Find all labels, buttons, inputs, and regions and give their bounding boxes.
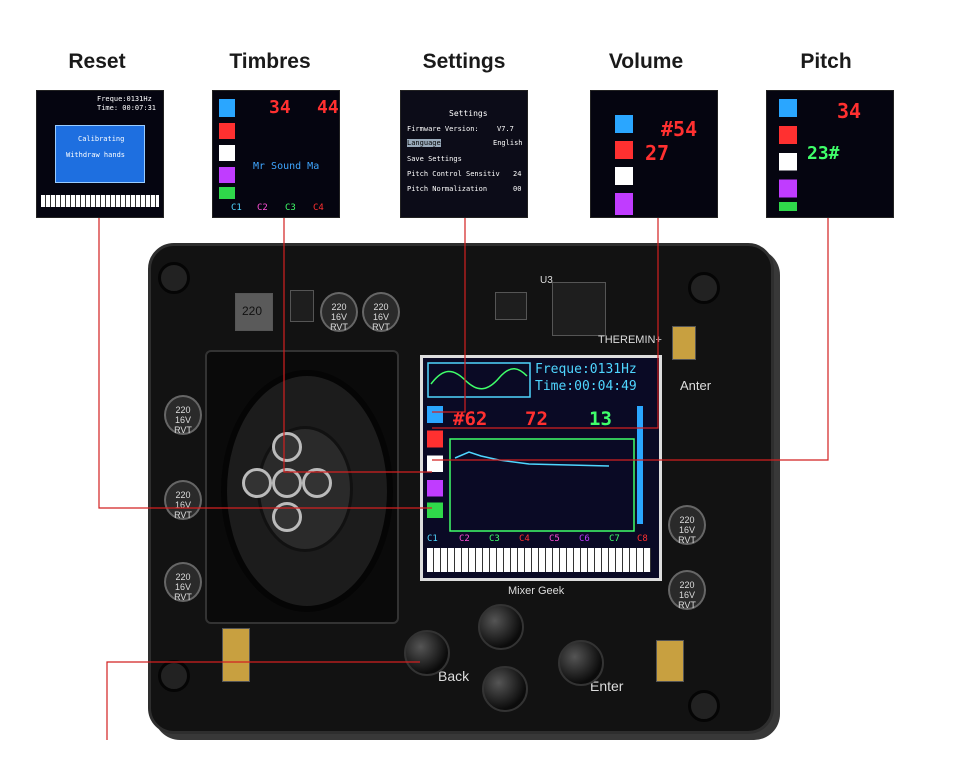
silk-enter: Enter: [590, 678, 624, 694]
thumb-pitch-screen: 34 23#: [766, 90, 894, 218]
speaker-cone: [221, 370, 393, 612]
timbres-num1: 34: [269, 97, 291, 118]
button-left[interactable]: [242, 468, 272, 498]
knob-mixer-bottom[interactable]: [482, 666, 528, 712]
settings-row1-value: V7.7: [497, 125, 514, 133]
thumb-volume-screen: #54 27: [590, 90, 718, 218]
screen-note-c5: C5: [549, 534, 560, 544]
callout-back-line: [106, 661, 420, 740]
chip-small-2: [290, 290, 314, 322]
main-lcd-screen: Freque:0131Hz Time:00:04:49 #62 72 13 C1…: [420, 355, 662, 581]
callout-pitch-line: [432, 218, 829, 461]
label-reset: Reset: [68, 50, 126, 73]
screen-freq-text: Freque:0131Hz: [535, 362, 637, 377]
knob-enter[interactable]: [558, 640, 604, 686]
settings-row5-label: Pitch Normalization: [407, 185, 488, 193]
silk-brand: THEREMIN+: [598, 334, 662, 346]
screen-level-bar: [637, 406, 643, 524]
settings-title: Settings: [449, 109, 488, 118]
silk-back: Back: [438, 668, 470, 684]
settings-row5-value: 00: [513, 185, 522, 193]
button-down[interactable]: [272, 502, 302, 532]
screen-icon-column: [427, 406, 443, 518]
audio-jack-right: [656, 640, 684, 682]
timbres-note-c1: C1: [231, 203, 242, 213]
timbres-num2: 44: [317, 97, 339, 118]
screw-bottom-right: [688, 690, 720, 722]
reset-withdraw-text: Withdraw hands: [66, 151, 126, 159]
pitch-num2: 23#: [807, 143, 840, 164]
chip-small-1: [495, 292, 527, 320]
screw-top-right: [688, 272, 720, 304]
pitch-num1: 34: [837, 99, 862, 123]
screen-value-2: 72: [525, 408, 548, 430]
button-right[interactable]: [302, 468, 332, 498]
screen-note-c7: C7: [609, 534, 620, 544]
screen-note-c1: C1: [427, 534, 438, 544]
volume-num1: #54: [661, 117, 698, 141]
label-timbres: Timbres: [229, 50, 311, 73]
screen-note-c6: C6: [579, 534, 590, 544]
callout-volume-line: [432, 218, 659, 429]
knob-mixer-top[interactable]: [478, 604, 524, 650]
chip-u3: [552, 282, 606, 336]
inductor-220: 220: [235, 293, 273, 331]
settings-row3-label: Save Settings: [407, 155, 462, 163]
silk-antenna: Anter: [680, 378, 712, 393]
audio-jack-left: [222, 628, 250, 682]
settings-row4-label: Pitch Control Sensitiv: [407, 170, 500, 178]
timbres-icon-column: [219, 99, 235, 199]
screen-value-1: #62: [453, 408, 488, 430]
screen-note-c3: C3: [489, 534, 500, 544]
volume-num2: 27: [645, 141, 670, 165]
settings-row4-value: 24: [513, 170, 522, 178]
button-center[interactable]: [272, 468, 302, 498]
screen-keyboard: [427, 548, 651, 572]
reset-dialog: Calibrating Withdraw hands: [55, 125, 145, 183]
antenna-connector: [672, 326, 696, 360]
pitch-icon-column: [779, 99, 797, 211]
reset-time-text: Time: 00:07:31: [97, 104, 157, 112]
knob-back[interactable]: [404, 630, 450, 676]
timbres-note-c4: C4: [313, 203, 324, 213]
reset-calibrating-text: Calibrating: [78, 135, 125, 143]
silk-u3: U3: [540, 275, 553, 286]
label-volume: Volume: [608, 50, 684, 73]
screen-value-3: 13: [589, 408, 612, 430]
timbres-scroll-text: Mr Sound Ma: [253, 161, 320, 172]
settings-row2-value: English: [493, 139, 523, 147]
timbres-note-c3: C3: [285, 203, 296, 213]
thumb-timbres-screen: 34 44 Mr Sound Ma C1 C2 C3 C4: [212, 90, 340, 218]
timbres-note-c2: C2: [257, 203, 268, 213]
callout-timbres-line: [283, 218, 432, 473]
screen-note-c8: C8: [637, 534, 648, 544]
screen-note-c4: C4: [519, 534, 530, 544]
label-settings: Settings: [422, 50, 506, 73]
thumb-settings-screen: Settings Firmware Version: V7.7 Language…: [400, 90, 528, 218]
screw-top-left: [158, 262, 190, 294]
screen-note-c2: C2: [459, 534, 470, 544]
callout-settings-line: [432, 218, 466, 413]
button-up[interactable]: [272, 432, 302, 462]
silk-mixer: Mixer Geek: [508, 585, 565, 597]
settings-row1-label: Firmware Version:: [407, 125, 479, 133]
thumb-reset-screen: Freque:0131Hz Time: 00:07:31 Calibrating…: [36, 90, 164, 218]
callout-reset-line: [98, 218, 432, 509]
screen-waveform-box: [427, 362, 531, 398]
inductor-label: 220: [242, 304, 263, 318]
screen-time-text: Time:00:04:49: [535, 379, 637, 394]
volume-icon-column: [615, 115, 633, 215]
reset-keyboard: [41, 195, 159, 207]
reset-freq-text: Freque:0131Hz: [97, 95, 152, 103]
settings-row2-label: Language: [407, 139, 441, 147]
label-pitch: Pitch: [800, 50, 852, 73]
